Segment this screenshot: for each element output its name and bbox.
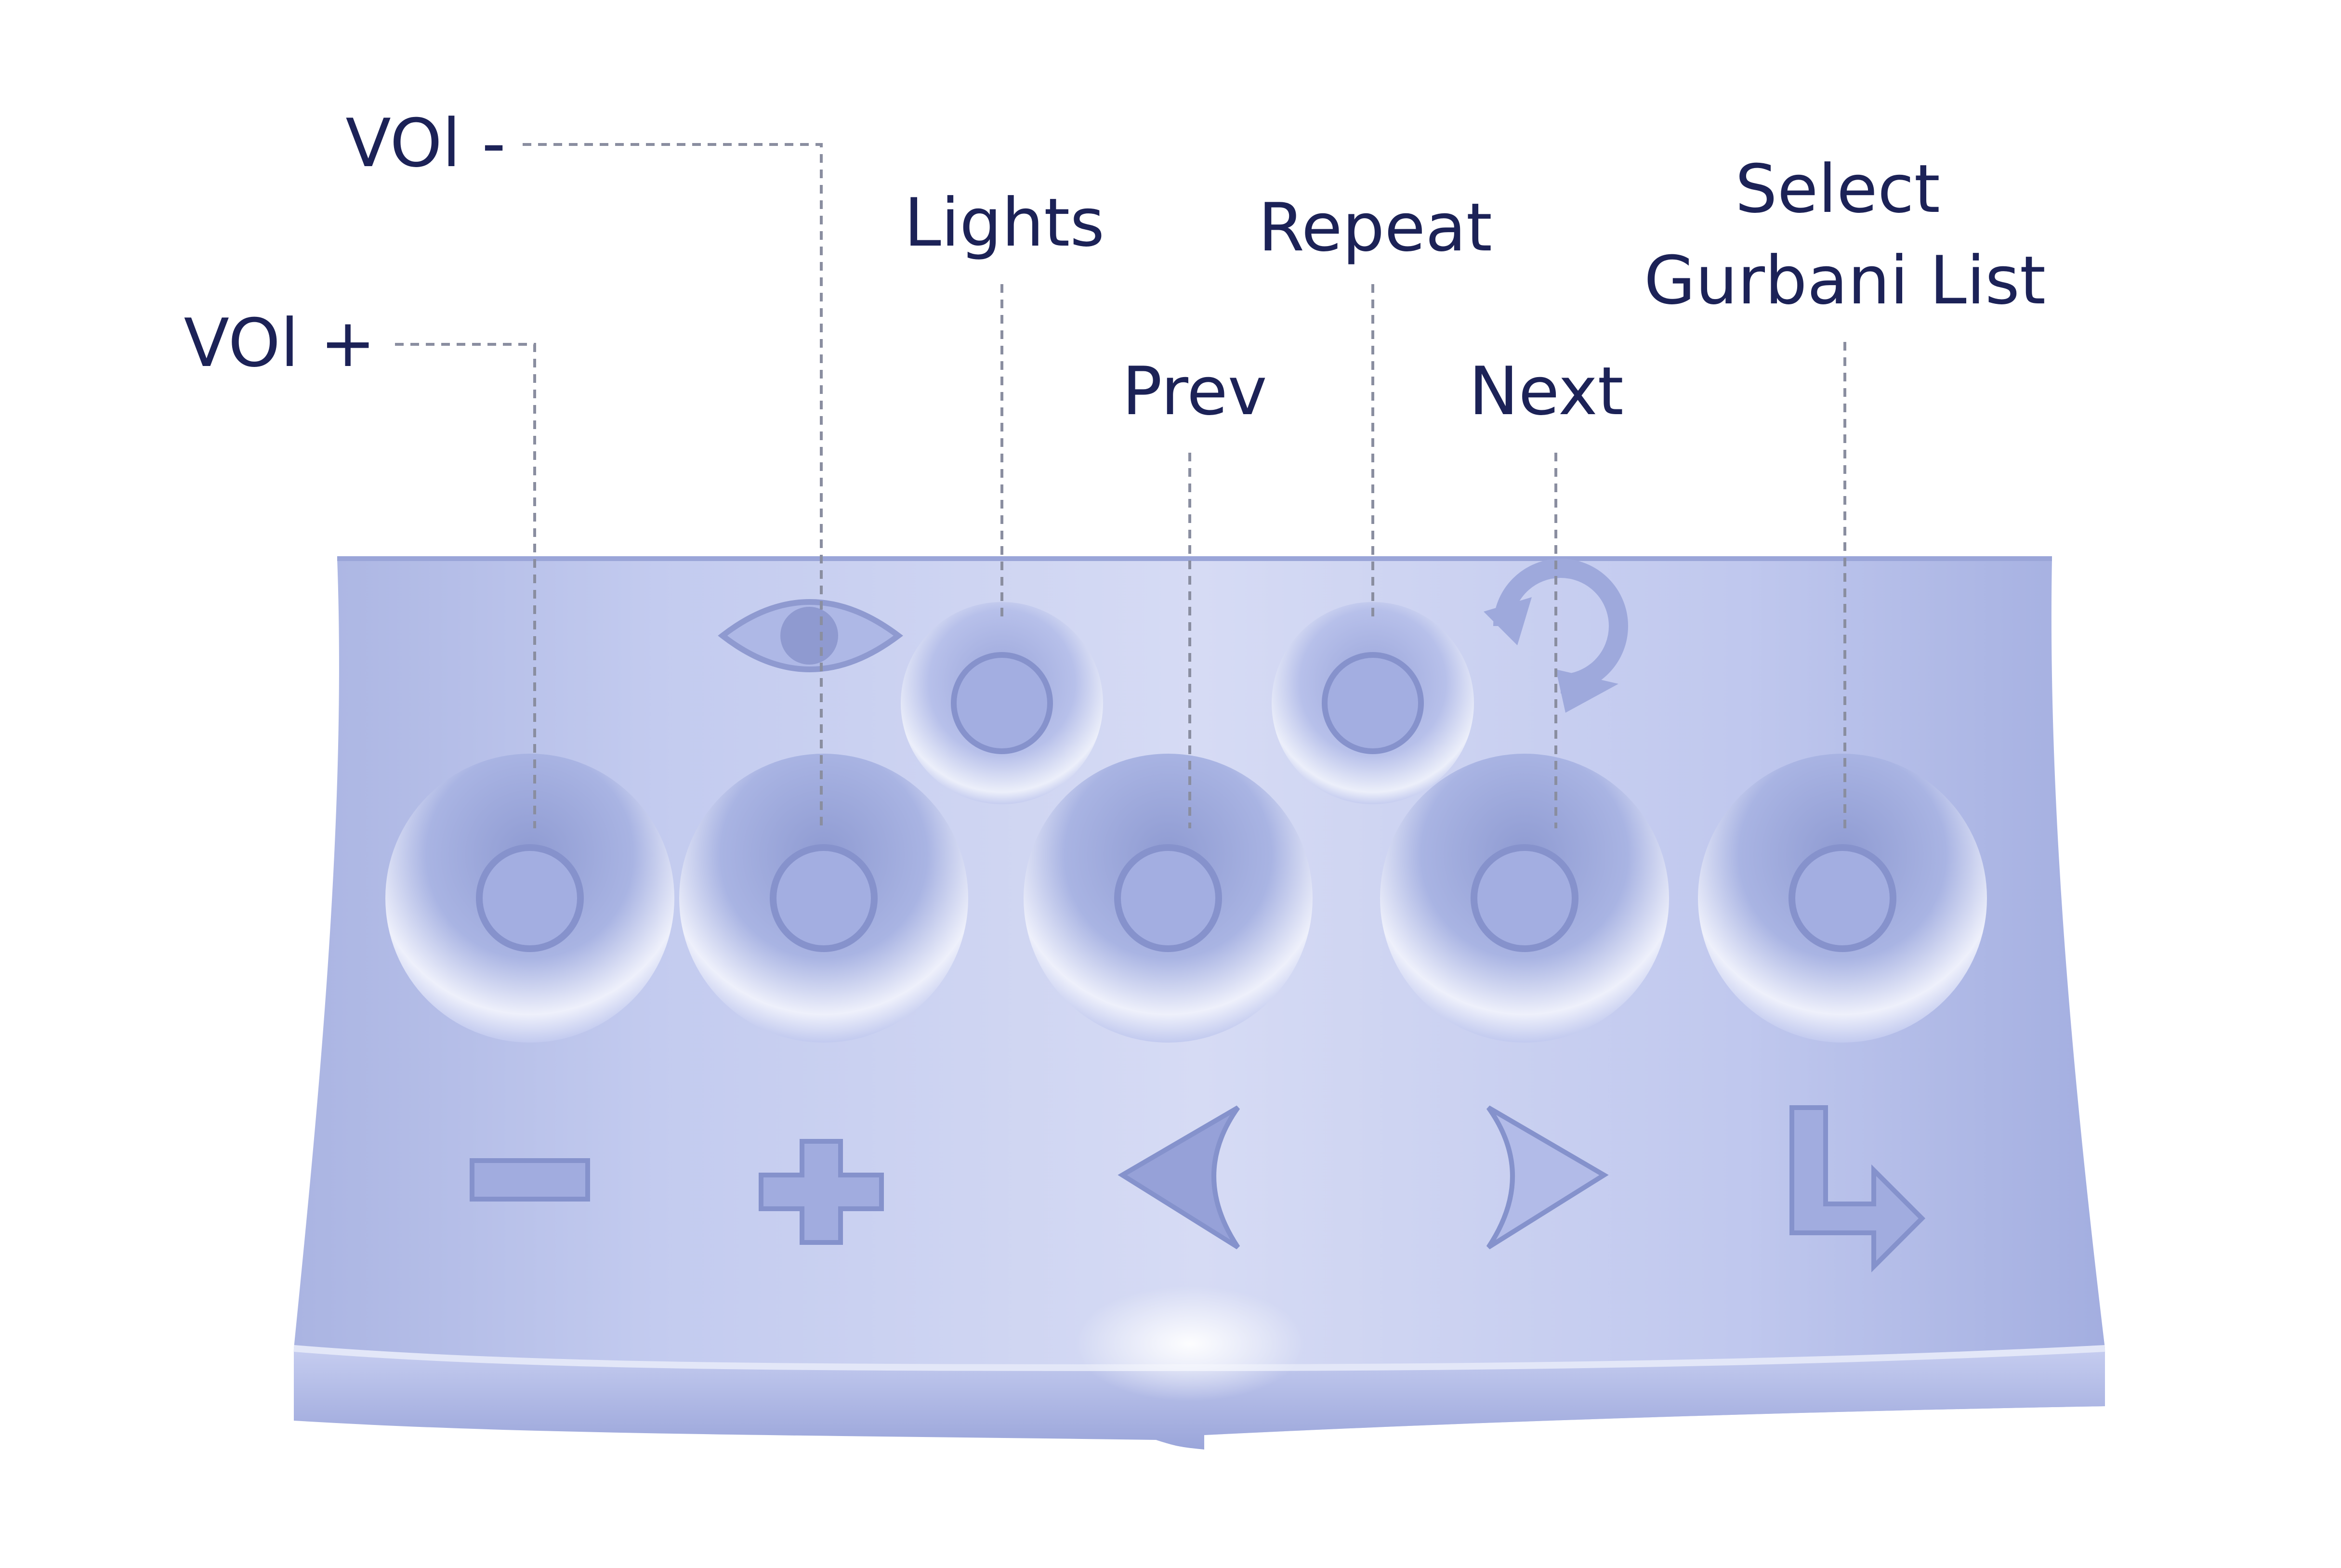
- label-next: Next: [1469, 353, 1623, 430]
- button-vol-plus[interactable]: [679, 754, 968, 1043]
- callout-labels: VOl + VOl - Lights Repeat Prev Next Sele…: [184, 105, 2046, 430]
- repeat-icon: [1484, 559, 1628, 713]
- label-select-line-1: Select: [1735, 150, 1940, 228]
- leader-lines: [395, 143, 1846, 828]
- main-buttons: [385, 754, 1987, 1043]
- label-prev: Prev: [1122, 353, 1267, 430]
- enter-arrow-icon: [1789, 1105, 1926, 1273]
- minus-icon: [470, 1158, 590, 1202]
- button-symbols: [470, 559, 1926, 1273]
- button-prev[interactable]: [1024, 754, 1313, 1043]
- button-repeat[interactable]: [1272, 602, 1474, 804]
- leader-line-vol-minus: [523, 143, 823, 828]
- eye-icon: [718, 599, 903, 672]
- plus-icon: [759, 1139, 884, 1245]
- button-lights[interactable]: [901, 602, 1103, 804]
- label-vol-plus: VOl +: [184, 304, 376, 382]
- leader-line-vol-plus: [395, 343, 536, 828]
- label-select-line-2: Gurbani List: [1644, 242, 2046, 319]
- label-repeat: Repeat: [1258, 189, 1492, 266]
- chevron-left-icon: [1118, 1105, 1240, 1250]
- label-lights: Lights: [904, 184, 1105, 261]
- upper-buttons: [901, 602, 1474, 804]
- button-vol-minus[interactable]: [385, 754, 674, 1043]
- chevron-right-icon: [1486, 1105, 1609, 1250]
- label-vol-minus: VOl -: [345, 105, 506, 182]
- button-next[interactable]: [1380, 754, 1669, 1043]
- button-select[interactable]: [1698, 754, 1987, 1043]
